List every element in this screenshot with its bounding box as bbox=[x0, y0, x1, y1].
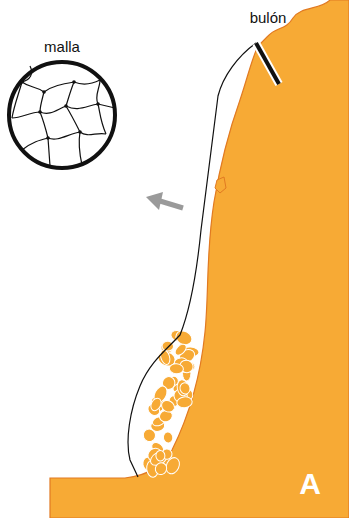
rock bbox=[156, 450, 166, 461]
falling-rock bbox=[215, 177, 226, 193]
rock bbox=[173, 342, 188, 357]
rock bbox=[176, 396, 192, 408]
rock bbox=[153, 461, 169, 477]
debris-rocks bbox=[141, 328, 199, 477]
zoom-arrow bbox=[146, 192, 183, 210]
rock bbox=[149, 396, 163, 412]
rock bbox=[179, 382, 192, 396]
panel-letter: A bbox=[299, 469, 321, 499]
mesh-line bbox=[128, 43, 256, 477]
bolt-label: bulón bbox=[250, 10, 287, 25]
mesh-inset bbox=[9, 62, 115, 168]
rock bbox=[163, 431, 174, 443]
rock bbox=[169, 363, 184, 374]
mesh-label: malla bbox=[44, 39, 80, 54]
bolt bbox=[256, 43, 279, 84]
bolt-outline bbox=[256, 43, 279, 84]
rock bbox=[141, 427, 157, 444]
